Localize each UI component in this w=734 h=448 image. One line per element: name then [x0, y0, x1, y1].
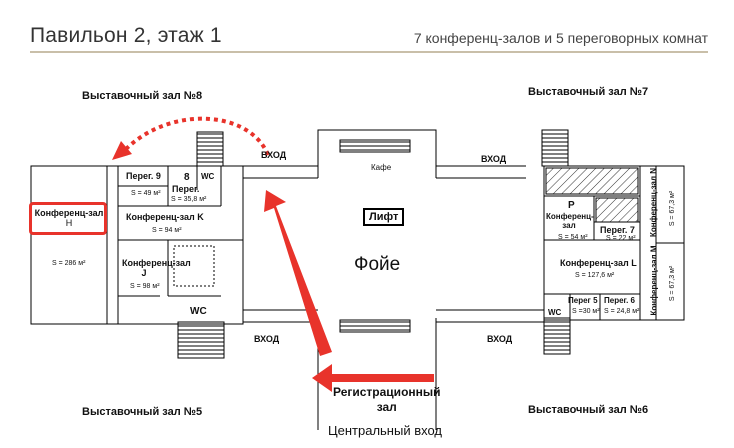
stairs-top-left	[196, 131, 224, 167]
header-divider	[30, 51, 708, 53]
cafe-label: Кафе	[371, 163, 392, 172]
arrow-registration-head	[312, 364, 332, 392]
conf-j-label: Конференц-зал J	[122, 258, 191, 278]
escalator-bottom	[339, 319, 411, 333]
registration-line2: зал	[376, 400, 397, 414]
hall8-label: Выставочный зал №8	[82, 90, 203, 102]
neg9-area: S = 49 м²	[131, 190, 161, 197]
left-block	[30, 165, 244, 325]
central-entrance-label: Центральный вход	[328, 423, 442, 438]
conf-j-line2: J	[141, 268, 147, 278]
conf-p-letter: P	[568, 200, 575, 211]
neg7-area: S = 22 м²	[606, 235, 636, 242]
neg6-label: Перег. 6	[604, 296, 635, 305]
neg5-area: S =30 м²	[572, 308, 600, 315]
stairs-bottom-right	[543, 317, 571, 355]
entrance-bottom-right: ВХОД	[487, 334, 513, 344]
neg5-label: Перег 5	[568, 296, 598, 305]
wc2-label: WC	[190, 306, 207, 317]
conf-k-label: Конференц-зал K	[126, 212, 204, 222]
page-title: Павильон 2, этаж 1	[30, 24, 222, 47]
conf-n-label: Конференц-зал N	[649, 167, 659, 238]
arrow-to-hall8	[123, 116, 270, 156]
neg6-area: S = 24,8 м²	[604, 308, 640, 315]
arrow-main	[264, 190, 332, 356]
page-subtitle: 7 конференц-залов и 5 переговорных комна…	[413, 30, 708, 46]
conf-k-area: S = 94 м²	[152, 227, 182, 234]
escalator-top	[339, 139, 411, 153]
neg7-label: Перег. 7	[600, 225, 635, 235]
conf-l-label: Конференц-зал L	[560, 258, 637, 268]
conf-p-line1: Конференц-	[546, 212, 594, 221]
neg8-label: Перег.	[172, 184, 200, 194]
lift-label: Лифт	[363, 208, 405, 226]
entrance-bottom-left: ВХОД	[254, 334, 280, 344]
hatched-area-neg7	[595, 197, 639, 223]
conf-h-line2: H	[65, 218, 73, 228]
conf-n-area: S = 67,3 м²	[669, 190, 677, 227]
conf-p-area: S = 54 м²	[558, 234, 588, 241]
hall7-label: Выставочный зал №7	[528, 86, 649, 98]
arrow-to-hall8-head	[112, 141, 132, 160]
conf-h-line1: Конференц-зал	[34, 208, 104, 218]
foyer-label: Фойе	[354, 254, 401, 275]
hall5-label: Выставочный зал №5	[82, 406, 203, 418]
stairs-top-right	[541, 129, 569, 167]
wc3-label: WC	[548, 308, 562, 317]
conf-m-label: Конференц-зал M	[649, 245, 659, 316]
entrance-top-right: ВХОД	[481, 154, 507, 164]
wc-left-fixtures	[173, 245, 215, 287]
hatched-area-right	[545, 167, 639, 195]
highlight-conf-h	[29, 202, 107, 235]
stairs-bottom-left	[177, 321, 225, 359]
arrow-registration-shaft	[330, 374, 434, 382]
neg8-number: 8	[184, 172, 190, 183]
registration-label: Регистрационный зал	[333, 385, 441, 415]
neg9-label: Перег. 9	[126, 171, 161, 181]
conf-j-line1: Конференц-зал	[122, 258, 191, 268]
registration-line1: Регистрационный	[333, 385, 441, 399]
conf-j-area: S = 98 м²	[130, 283, 160, 290]
conf-l-area: S = 127,6 м²	[575, 272, 615, 279]
wc1-label: WC	[201, 172, 215, 181]
conf-h-label: Конференц-зал H	[33, 208, 105, 228]
conf-h-area: S = 286 м²	[52, 260, 86, 267]
conf-m-area: S = 67,3 м²	[669, 265, 677, 302]
neg8-area: S = 35,8 м²	[171, 196, 207, 203]
hall6-label: Выставочный зал №6	[528, 404, 649, 416]
entrance-top-left: ВХОД	[261, 150, 287, 160]
conf-p-line2: зал	[562, 221, 576, 230]
conf-p-label: Конференц- зал	[546, 212, 594, 230]
